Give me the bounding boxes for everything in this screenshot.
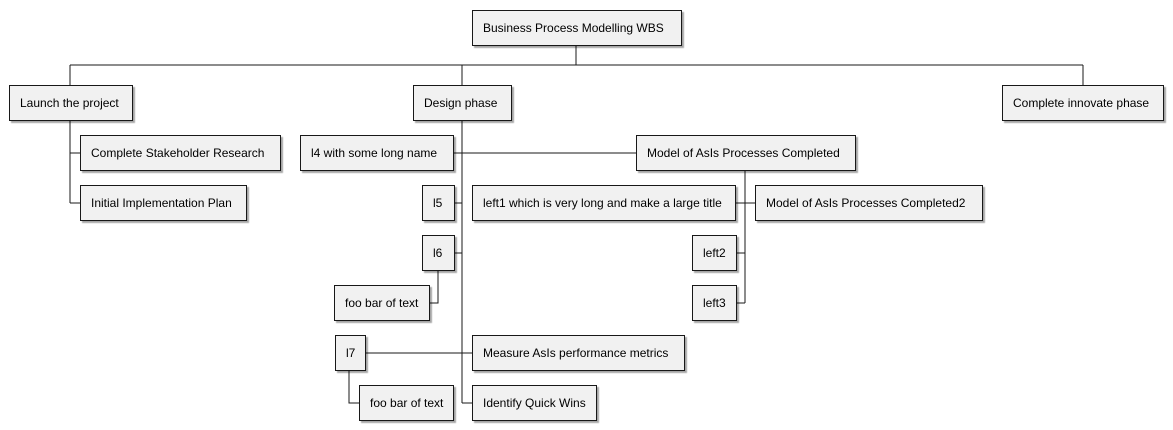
wbs-node-identify-quick-wins: Identify Quick Wins — [472, 385, 597, 421]
connector-root — [69, 46, 1084, 85]
wbs-node-model-asis: Model of AsIs Processes Completed — [636, 135, 856, 171]
wbs-node-initial-implementation-plan: Initial Implementation Plan — [80, 185, 247, 221]
wbs-node-l6-foo-bar: foo bar of text — [334, 285, 430, 321]
connector-l7-child — [348, 371, 359, 404]
wbs-node-complete-innovate-phase: Complete innovate phase — [1002, 85, 1164, 121]
wbs-root-node: Business Process Modelling WBS — [472, 10, 682, 46]
wbs-node-l4: l4 with some long name — [300, 135, 454, 171]
wbs-node-complete-stakeholder-research: Complete Stakeholder Research — [80, 135, 281, 171]
wbs-node-left1: left1 which is very long and make a larg… — [472, 185, 736, 221]
wbs-node-l6: l6 — [422, 235, 455, 271]
wbs-node-left2: left2 — [692, 235, 737, 271]
connector-launch — [69, 121, 80, 204]
wbs-node-launch-the-project: Launch the project — [9, 85, 133, 121]
wbs-node-measure-asis: Measure AsIs performance metrics — [472, 335, 685, 371]
wbs-node-l7: l7 — [335, 335, 366, 371]
wbs-node-left3: left3 — [692, 285, 737, 321]
wbs-node-l7-foo-bar: foo bar of text — [359, 385, 454, 421]
wbs-node-design-phase: Design phase — [413, 85, 512, 121]
connector-l6-child — [430, 271, 439, 304]
wbs-node-model-asis2: Model of AsIs Processes Completed2 — [755, 185, 983, 221]
wbs-node-l5: l5 — [422, 185, 455, 221]
